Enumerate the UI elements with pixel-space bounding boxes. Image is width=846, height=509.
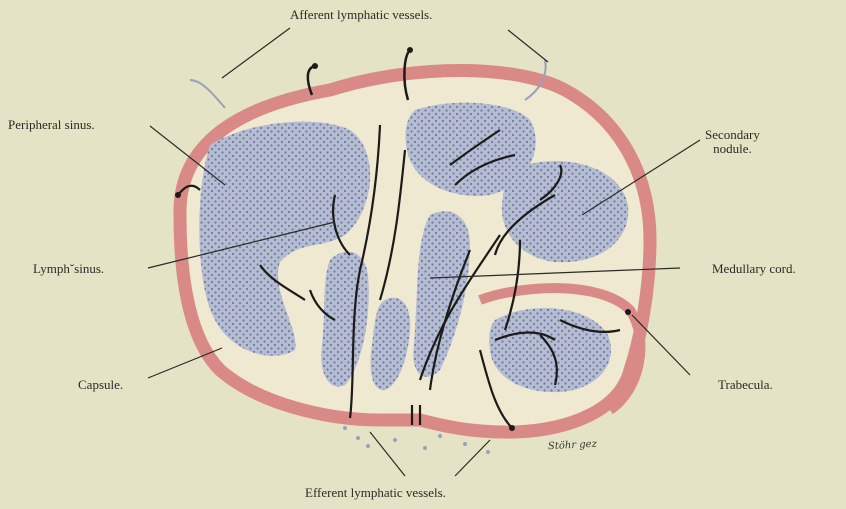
secondary-nodule-label-line1: Secondary [705,128,760,142]
secondary-nodule-label-line2: nodule. [705,142,760,156]
capsule-label: Capsule. [78,378,123,392]
peripheral-sinus-label: Peripheral sinus. [8,118,95,132]
afferent-vessels-label: Afferent lymphatic vessels. [290,8,432,22]
efferent-vessels-label: Efferent lymphatic vessels. [305,486,446,500]
trabecula-label: Trabecula. [718,378,773,392]
lymph-sinus-label: Lymph˘sinus. [33,262,104,276]
secondary-nodule-label: Secondary nodule. [705,128,760,155]
medullary-cord-label: Medullary cord. [712,262,796,276]
